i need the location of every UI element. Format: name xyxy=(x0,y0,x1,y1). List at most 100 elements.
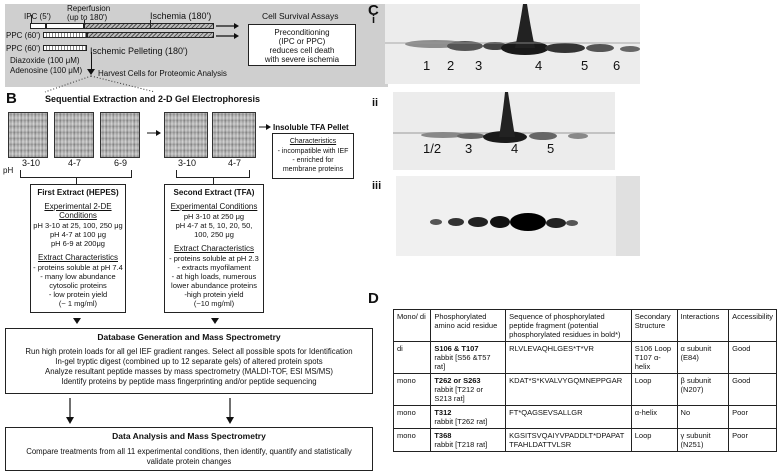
row2-species: rabbit [T212 or S213 rat] xyxy=(434,385,484,403)
first-bracket-stem xyxy=(76,178,77,184)
header-accessibility: Accessibility xyxy=(728,309,777,342)
arrow-first-to-second xyxy=(147,130,161,136)
row3-structure: α-helix xyxy=(630,405,678,429)
blot-i: 1 2 3 4 5 6 xyxy=(385,4,640,84)
database-box: Database Generation and Mass Spectrometr… xyxy=(5,328,373,394)
row4-sequence: KGSITSVQAIYVPADDLT*DPAPATTFAHLDATTVLSR xyxy=(505,428,632,452)
first-exp-title-2: Conditions xyxy=(59,211,97,220)
database-line-4: Identify proteins by peptide mass finger… xyxy=(61,377,317,386)
analysis-line-2: validate protein changes xyxy=(146,457,232,466)
row4-residue: T368 xyxy=(434,431,452,440)
row1-access: Good xyxy=(728,341,777,374)
adenosine-label: Adenosine (100 μM) xyxy=(10,66,83,75)
analysis-title: Data Analysis and Mass Spectrometry xyxy=(112,431,266,441)
tick-ischemia xyxy=(150,20,151,28)
blot-ii-spot-1: 1/2 xyxy=(423,141,442,156)
header-mono-di: Mono/ di xyxy=(392,309,432,342)
panel-d-letter: D xyxy=(368,290,379,307)
row3-species: rabbit [T262 rat] xyxy=(434,417,488,426)
blot-iii xyxy=(396,176,640,256)
second-exp-line-2: pH 4-7 at 5, 10, 20, 50, xyxy=(175,221,253,230)
ppc1-label: PPC (60') xyxy=(6,31,41,40)
blot-ii-spot-2: 3 xyxy=(465,141,473,156)
row3-access: Poor xyxy=(728,405,777,429)
header-structure: Secondary Structure xyxy=(630,309,678,342)
insoluble-line-2: - enriched for xyxy=(292,157,334,164)
second-exp-line-1: pH 3-10 at 250 μg xyxy=(183,212,245,221)
first-char-line-2: - many low abundance xyxy=(40,272,116,281)
blot-ii-spot-3: 4 xyxy=(511,141,519,156)
blot-i-spot-6: 6 xyxy=(613,58,621,73)
preconditioning-box: Preconditioning (IPC or PPC) reduces cel… xyxy=(248,24,356,66)
first-extract-box: First Extract (HEPES) Experimental 2-DE … xyxy=(30,184,126,313)
blot-iii-image xyxy=(396,176,640,256)
row2-structure: Loop xyxy=(630,373,678,406)
ischemia-label: Ischemia (180') xyxy=(150,11,212,21)
second-bracket-stem xyxy=(213,178,214,184)
panel-b-title: Sequential Extraction and 2-D Gel Electr… xyxy=(45,94,261,104)
first-char-line-5: (~ 1 mg/ml) xyxy=(58,299,98,308)
row2-residue: T262 or S263 xyxy=(434,376,481,385)
panel-b-letter: B xyxy=(6,90,17,107)
diazoxide-label: Diazoxide (100 μM) xyxy=(10,56,80,65)
gel-second-ph4-7 xyxy=(212,112,256,158)
first-bracket xyxy=(20,170,132,178)
ppc1-bar xyxy=(43,32,87,38)
ppc2-bar xyxy=(43,45,87,51)
row1-structure: S106 Loop T107 α-helix xyxy=(630,341,678,374)
insoluble-line-1: - incompatible with IEF xyxy=(277,148,349,155)
ischemia-bar-1 xyxy=(84,23,214,29)
table-header-row: Mono/ di Phosphorylated amino acid resid… xyxy=(392,309,777,342)
ipc-bar xyxy=(30,23,46,29)
first-char-line-3: cytosolic proteins xyxy=(49,281,107,290)
preconditioning-line-3: reduces cell death xyxy=(269,46,335,55)
preconditioning-line-1: Preconditioning xyxy=(274,28,330,37)
tick-ipc xyxy=(31,15,32,23)
preconditioning-line-2: (IPC or PPC) xyxy=(278,37,326,46)
ph-first-3: 6-9 xyxy=(114,158,128,168)
arrow-second-to-db xyxy=(211,318,219,324)
insoluble-title: Insoluble TFA Pellet xyxy=(273,123,349,132)
row1-residue: S106 & T107 xyxy=(434,344,479,353)
second-bracket xyxy=(176,170,250,178)
second-exp-line-3: 100, 250 μg xyxy=(194,230,234,239)
preconditioning-line-4: with severe ischemia xyxy=(264,55,340,64)
blot-i-spot-2: 2 xyxy=(447,58,455,73)
second-exp-title: Experimental Conditions xyxy=(170,202,258,211)
blot-i-spot-1: 1 xyxy=(423,58,431,73)
ph-second-2: 4-7 xyxy=(228,158,242,168)
zoom-connector xyxy=(44,75,156,93)
outcome-arrows xyxy=(216,23,239,39)
blot-ii-image xyxy=(393,92,615,170)
reperfusion-label: Reperfusion xyxy=(67,4,111,13)
blot-i-spot-4: 4 xyxy=(535,58,543,73)
analysis-line-1: Compare treatments from all 11 experimen… xyxy=(26,447,352,456)
analysis-box: Data Analysis and Mass Spectrometry Comp… xyxy=(5,427,373,471)
blot-i-spot-5: 5 xyxy=(581,58,589,73)
ph-label: pH xyxy=(3,166,14,175)
row3-type: mono xyxy=(392,405,432,429)
arrow-to-pellet xyxy=(259,124,271,130)
reperfusion-sub-label: (up to 180') xyxy=(67,13,108,22)
row2-interactions: β subunit (N207) xyxy=(676,373,730,406)
ischemic-pelleting-label: Ischemic Pelleting (180') xyxy=(90,46,188,56)
header-sequence: Sequence of phosphorylated peptide fragm… xyxy=(505,309,632,342)
ph-second-1: 3-10 xyxy=(178,158,197,168)
blot-ii: 1/2 3 4 5 xyxy=(393,92,615,170)
gel-first-ph3-10 xyxy=(8,112,48,158)
second-char-line-4: lower abundance proteins xyxy=(171,281,257,290)
insoluble-char-title: Characteristics xyxy=(289,138,337,145)
second-char-line-3: - at high loads, numerous xyxy=(171,272,257,281)
second-char-line-6: (~10 mg/ml) xyxy=(193,299,235,308)
second-extract-box: Second Extract (TFA) Experimental Condit… xyxy=(164,184,264,313)
ipc-label: IPC (5') xyxy=(24,12,51,21)
header-residue: Phosphorylated amino acid residue xyxy=(430,309,507,342)
row4-access: Poor xyxy=(728,428,777,452)
row2-sequence: KDAT*S*KVALVYGQMNEPPGAR xyxy=(505,373,632,406)
row4-type: mono xyxy=(392,428,432,452)
